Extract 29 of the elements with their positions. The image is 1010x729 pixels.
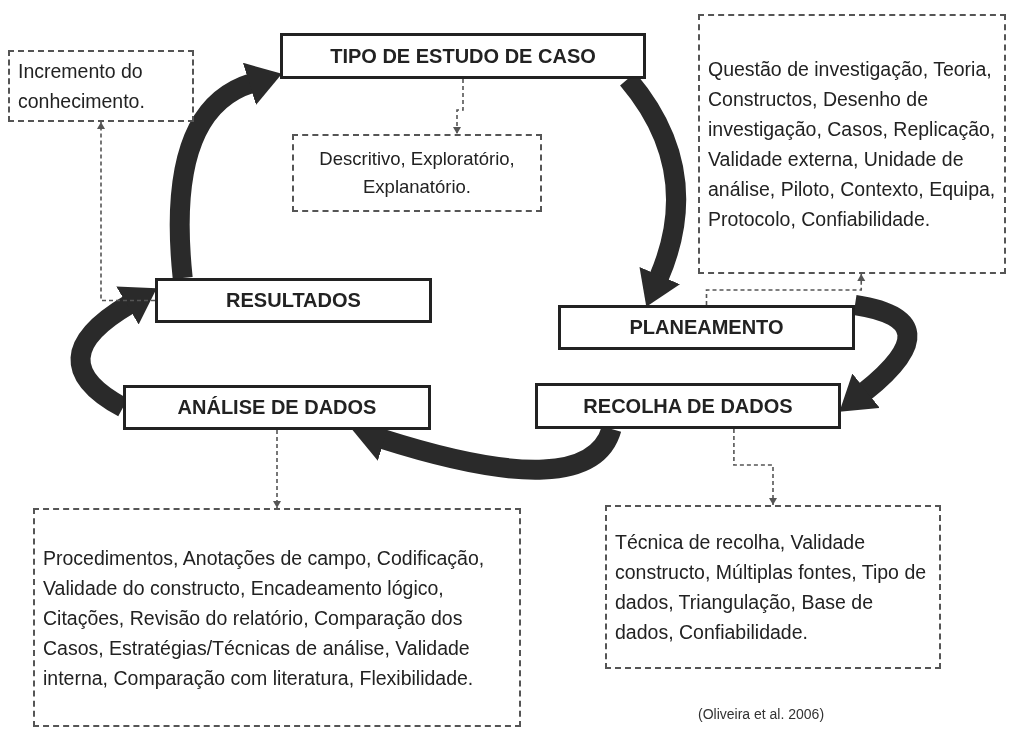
- stage-title: ANÁLISE DE DADOS: [177, 396, 377, 419]
- stage-box: [558, 305, 855, 350]
- citation-text: (Oliveira et al. 2006): [698, 706, 825, 722]
- note-text: Questão de investigação, Teoria, Constructos, Desenho de investigação, Casos, Replicação, Validade externa, Unidade de análise, Piloto, Contexto, Equipa, Protocolo, Confiabilidade.: [708, 57, 996, 232]
- curved-arrow: [840, 295, 918, 413]
- dashed-connector: [97, 121, 156, 302]
- note-box: [33, 508, 521, 727]
- curved-arrow: [169, 63, 282, 279]
- note-text: Técnica de recolha, Validade constructo, Múltiplas fontes, Tipo de dados, Triangulação, Base de dados, Confiabilidade.: [615, 530, 928, 645]
- note-box: [605, 505, 941, 669]
- note-text: Incremento do conhecimento.: [18, 59, 146, 114]
- stage-box: [123, 385, 431, 430]
- stage-title: TIPO DE ESTUDO DE CASO: [330, 44, 596, 68]
- stage-title: RESULTADOS: [226, 289, 361, 312]
- stage-box: [155, 278, 432, 323]
- dashed-connector: [453, 78, 464, 135]
- dashed-connector: [273, 429, 281, 509]
- stage-box: [535, 383, 841, 429]
- dashed-connector: [733, 428, 777, 506]
- note-box: [8, 50, 194, 122]
- stage-box: [280, 33, 646, 79]
- stage-title: PLANEAMENTO: [629, 316, 784, 339]
- curved-arrow: [70, 287, 157, 417]
- note-box: [698, 14, 1006, 274]
- dashed-connector: [705, 273, 866, 306]
- note-text: Descritivo, Exploratório, Explanatório.: [318, 147, 516, 199]
- note-text: Procedimentos, Anotações de campo, Codificação, Validade do constructo, Encadeamento lógico, Citações, Revisão do relatório, Comparação dos Casos, Estratégias/Técnicas de análise, Validade interna, Comparação com literatura, Flexibilidade.: [43, 545, 486, 691]
- stage-title: RECOLHA DE DADOS: [583, 394, 793, 418]
- note-box: [292, 134, 542, 212]
